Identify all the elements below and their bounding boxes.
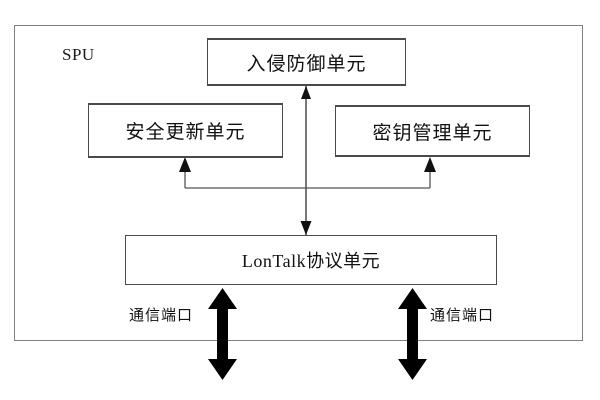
spu-container — [14, 25, 583, 341]
box-lontalk-protocol-unit[interactable]: LonTalk协议单元 — [125, 235, 497, 285]
box-intrusion-prevention-unit[interactable]: 入侵防御单元 — [207, 38, 406, 86]
box-key-management-unit[interactable]: 密钥管理单元 — [335, 105, 530, 157]
box-security-update-unit[interactable]: 安全更新单元 — [88, 103, 283, 158]
label-communication-port-left: 通信端口 — [129, 308, 194, 324]
label-communication-port-right: 通信端口 — [430, 308, 495, 324]
spu-label: SPU — [62, 45, 95, 64]
